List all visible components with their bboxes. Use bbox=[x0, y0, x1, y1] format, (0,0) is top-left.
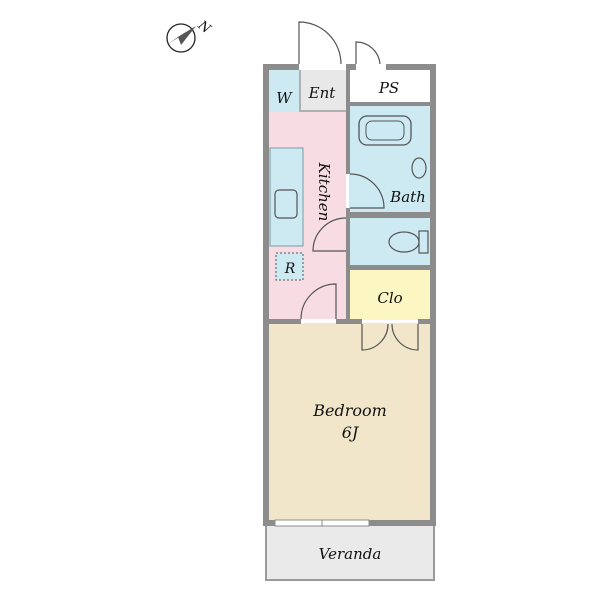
closet-label: Clo bbox=[377, 289, 402, 307]
bathtub-inner bbox=[365, 120, 405, 141]
bedroom-door bbox=[300, 283, 337, 320]
compass-label: N bbox=[194, 17, 213, 37]
toilet-door bbox=[312, 217, 347, 252]
pipe-space-area bbox=[349, 70, 430, 102]
closet-door-left bbox=[361, 323, 389, 351]
entrance-door bbox=[298, 21, 342, 65]
entrance-partition bbox=[299, 70, 301, 112]
bedroom-size-label: 6J bbox=[342, 423, 360, 442]
bedroom-label: Bedroom bbox=[312, 401, 387, 420]
veranda-label: Veranda bbox=[319, 545, 382, 563]
closet-floor bbox=[349, 270, 430, 320]
bathtub-icon bbox=[358, 115, 412, 146]
entrance-floor bbox=[299, 70, 346, 112]
kitchen-sink-icon bbox=[274, 189, 298, 219]
refrigerator-space bbox=[275, 252, 304, 281]
bedroom-floor bbox=[269, 323, 430, 522]
ps-door bbox=[355, 41, 381, 65]
doors bbox=[298, 21, 419, 351]
walls bbox=[263, 64, 436, 526]
washer-area bbox=[269, 70, 299, 112]
washer-label: W bbox=[276, 89, 293, 107]
closet-door-right bbox=[391, 323, 419, 351]
pipe-space-label: PS bbox=[378, 79, 399, 97]
kitchen-label: Kitchen bbox=[315, 162, 333, 222]
refrigerator-label: R bbox=[284, 261, 296, 277]
veranda-area bbox=[265, 524, 435, 581]
entrance-label: Ent bbox=[308, 84, 337, 102]
entrance-step bbox=[299, 110, 346, 112]
north-arrow-icon bbox=[166, 23, 196, 53]
toilet-tank bbox=[418, 230, 429, 254]
bath-label: Bath bbox=[389, 188, 426, 206]
washbasin-icon bbox=[411, 157, 427, 179]
bath-door bbox=[349, 173, 385, 209]
